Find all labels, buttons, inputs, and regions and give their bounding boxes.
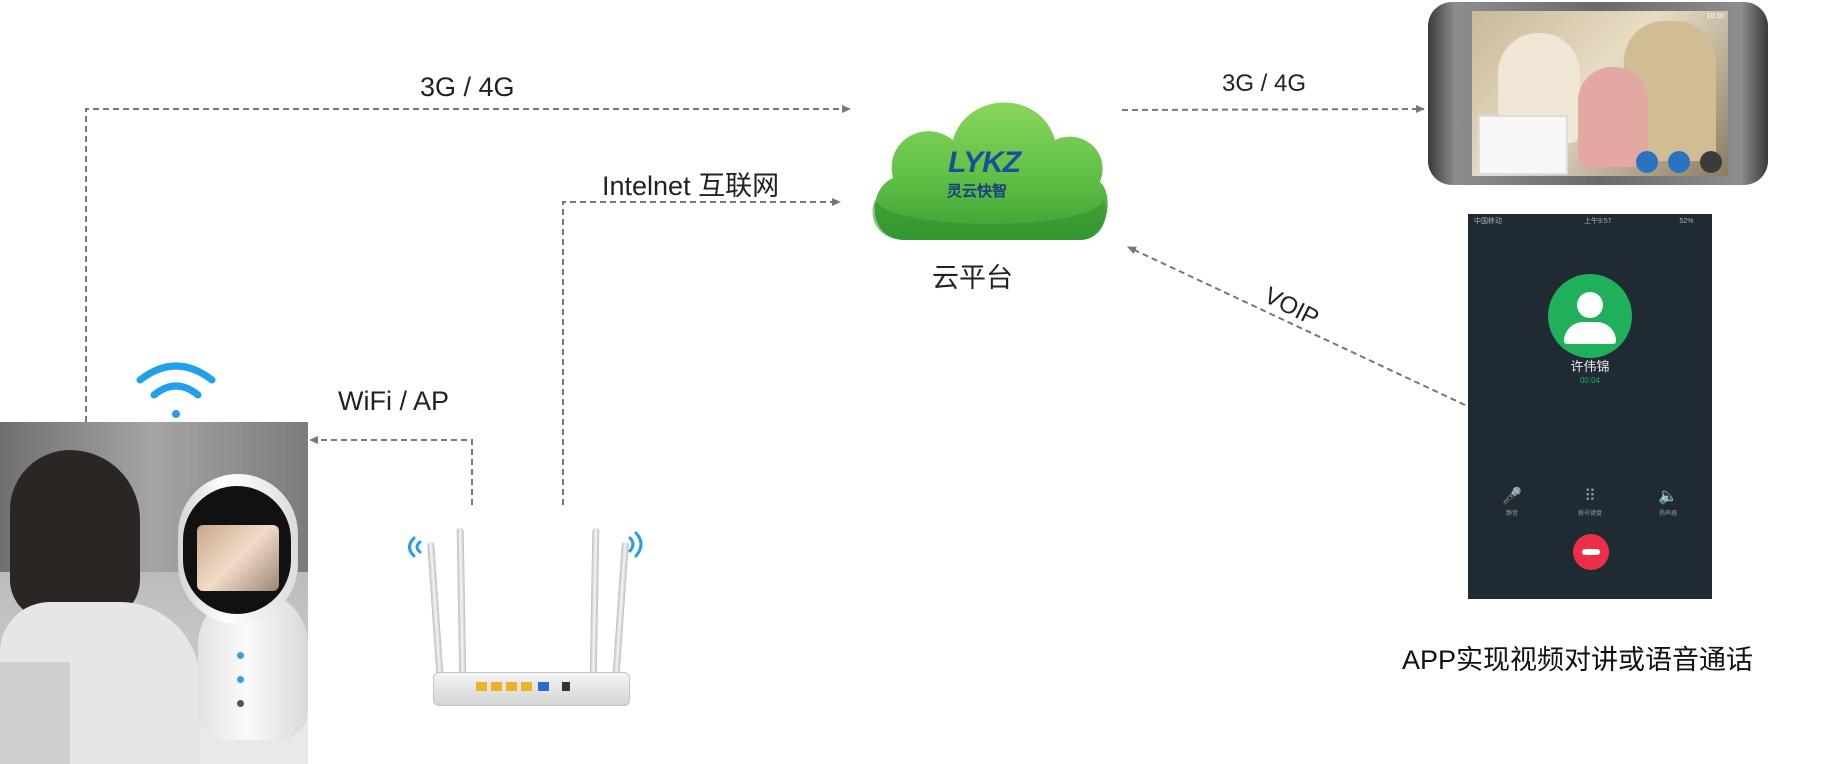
hangup-icon [1582,549,1600,555]
status-carrier: 中国移动 [1474,218,1502,225]
cloud-logo-text: LYKZ [948,146,1021,179]
call-duration: 00:04 [1579,376,1601,385]
cloud-icon [872,102,1108,240]
robot-light [237,700,244,707]
edge-label-router-to-robot: WiFi / AP [338,386,450,416]
robot-screen-face [197,525,279,591]
mute-button[interactable]: 🎤静音 [1502,488,1522,517]
app-caption: APP实现视频对讲或语音通话 [1402,645,1754,675]
cloud-label: 云平台 [932,263,1013,293]
router-signal-left [408,536,422,558]
edge-cloud-to-phone [1121,105,1425,114]
video-call-time: 10:10 [1706,13,1724,20]
mute-icon: 🎤 [1502,488,1522,505]
speaker-button[interactable]: 🔈扬声器 [1658,488,1678,517]
wifi-icon [136,362,216,418]
edge-phone-to-cloud [1127,246,1466,406]
robot-light [237,652,244,659]
hangup-button[interactable] [1573,534,1609,570]
edge-label-cloud-to-phone: 3G / 4G [1222,70,1307,97]
smartphone-voice-call: 中国移动 上午9:57 52% 许伟锦 00:04 🎤静音 ⠿拨号键盘 🔈扬声器 [1468,214,1712,599]
edge-label-router-to-cloud: Intelnet 互联网 [602,171,780,201]
edge-robot-to-cloud [85,105,851,422]
robot-light [237,676,244,683]
edge-router-to-robot [309,436,473,505]
status-battery: 52% [1679,218,1694,225]
edge-label-robot-to-cloud: 3G / 4G [420,72,515,102]
router-signal-right [628,531,643,558]
caller-name: 许伟锦 [1570,359,1610,374]
keypad-button[interactable]: ⠿拨号键盘 [1577,488,1602,517]
smartphone-video-call: 10:10 [1428,2,1768,185]
edge-router-to-cloud [562,198,841,505]
status-time: 上午9:57 [1583,218,1612,225]
keypad-icon: ⠿ [1584,488,1596,505]
cloud-logo-subtitle: 灵云快智 [947,183,1008,200]
speaker-icon: 🔈 [1658,488,1678,505]
